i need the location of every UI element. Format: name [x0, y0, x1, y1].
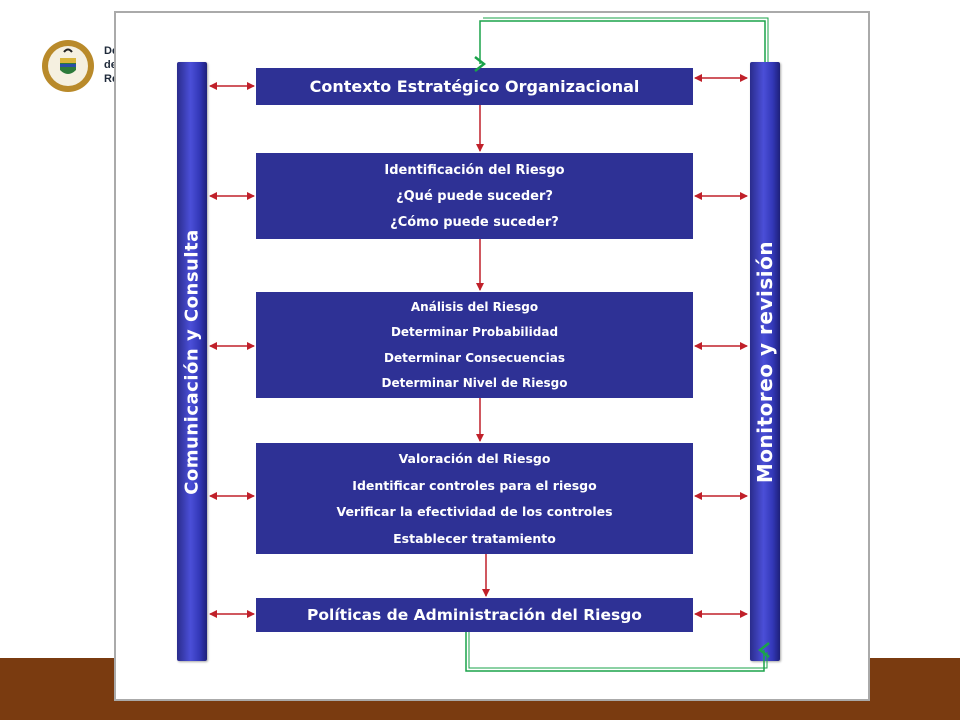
- communication-bar: Comunicación y Consulta: [177, 62, 207, 661]
- step-line: Determinar Consecuencias: [384, 350, 565, 365]
- step-title: Políticas de Administración del Riesgo: [307, 606, 642, 624]
- step-title: Identificación del Riesgo: [384, 162, 565, 178]
- step-line: Determinar Probabilidad: [390, 325, 559, 340]
- connector-arrows: [209, 17, 868, 672]
- step-valuation-box: Valoración del Riesgo Identificar contro…: [256, 443, 693, 554]
- step-context-box: Contexto Estratégico Organizacional: [256, 68, 693, 105]
- feedback-loop-top: [480, 20, 766, 64]
- logo-text-line: de: [104, 59, 117, 71]
- step-line: Establecer tratamiento: [393, 531, 556, 547]
- step-title: Contexto Estratégico Organizacional: [309, 77, 640, 96]
- step-title: Análisis del Riesgo: [410, 299, 539, 314]
- step-analysis-box: Análisis del Riesgo Determinar Probabili…: [256, 292, 693, 398]
- step-line: Identificar controles para el riesgo: [352, 477, 597, 493]
- step-line: Determinar Nivel de Riesgo: [381, 376, 568, 391]
- feedback-loop-bottom: [465, 632, 764, 672]
- diagram-panel: Comunicación y Consulta Monitoreo y revi…: [114, 11, 870, 701]
- monitoring-bar: Monitoreo y revisión: [750, 62, 780, 661]
- step-line: ¿Cómo puede suceder?: [390, 214, 559, 230]
- step-line: ¿Qué puede suceder?: [396, 188, 553, 204]
- step-title: Valoración del Riesgo: [398, 450, 551, 466]
- step-policies-box: Políticas de Administración del Riesgo: [256, 598, 693, 632]
- coat-of-arms-icon: [42, 40, 94, 92]
- step-line: Verificar la efectividad de los controle…: [336, 504, 613, 520]
- step-identification-box: Identificación del Riesgo ¿Qué puede suc…: [256, 153, 693, 239]
